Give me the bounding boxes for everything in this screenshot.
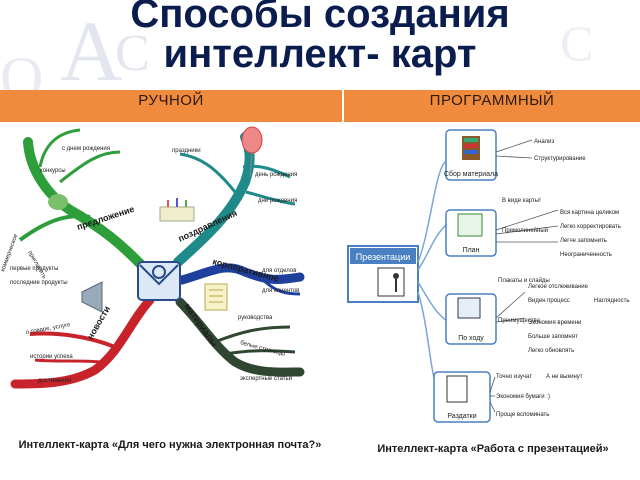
node-plan bbox=[445, 209, 497, 257]
node-item-label: Легко корректировать bbox=[560, 224, 621, 230]
sub-branch-label: для клиентов bbox=[262, 288, 299, 294]
sub-branch-label: белые страницы bbox=[239, 340, 285, 358]
node-item-label: Экономия бумаги :) bbox=[496, 394, 550, 400]
node-po-khodu bbox=[445, 293, 497, 345]
node-item-label: Неограниченность bbox=[560, 252, 612, 258]
branch-news-sub bbox=[34, 358, 101, 364]
branch-congrats-sub bbox=[179, 152, 237, 193]
sub-branch-label: экспертные статьи bbox=[240, 376, 292, 382]
caption-manual-map: Интеллект-карта «Для чего нужна электрон… bbox=[18, 439, 322, 451]
sub-branch-label: для отделов bbox=[262, 268, 296, 274]
branch-corporate-sub bbox=[258, 275, 301, 296]
sub-branch-label: день рождения bbox=[255, 172, 297, 178]
sub-branch-label: первые продукты bbox=[10, 266, 58, 272]
figure-icon bbox=[48, 194, 68, 210]
node-item-label: Точно изучат bbox=[496, 374, 532, 380]
branch-materials-sub bbox=[214, 325, 291, 344]
svg-text:C: C bbox=[560, 15, 593, 71]
cake-icon bbox=[159, 198, 195, 222]
node-item-label: Вся картина целиком bbox=[560, 210, 619, 216]
sub-branch-label: последние продукты bbox=[10, 280, 68, 286]
node-item-label: Легче запомнить bbox=[560, 238, 607, 244]
node-item-label: Плакаты и слайды bbox=[498, 277, 550, 284]
branch-corporate bbox=[177, 263, 305, 285]
sub-branch-label: конкурсы bbox=[40, 168, 66, 174]
node-item-label: Больше запомнят bbox=[528, 334, 578, 340]
page-title: Способы создания интеллект- карт bbox=[130, 0, 510, 76]
branch-materials-sub bbox=[224, 349, 296, 356]
node-item-label: Анализ bbox=[534, 139, 555, 145]
node-item-label: Структурирование bbox=[534, 156, 586, 162]
sub-branch-label: достижения bbox=[38, 378, 71, 384]
branch-predlozhenie-sub bbox=[38, 128, 81, 168]
sub-branch-label: праздники bbox=[172, 148, 201, 154]
sub-branch-label: руководства bbox=[238, 315, 273, 321]
sub-branch-label: истории успеха bbox=[30, 354, 73, 360]
node-razdatki bbox=[433, 371, 491, 423]
branch-predlozhenie-sub bbox=[59, 150, 121, 184]
center-node-header-bar bbox=[350, 248, 416, 264]
sub-branch-label: дни рождения bbox=[258, 198, 297, 204]
branch-predlozhenie-sub bbox=[18, 214, 91, 242]
branch-congrats-sub bbox=[245, 190, 296, 206]
node-item-label: Легко обновлять bbox=[528, 348, 574, 354]
branch-news-sub bbox=[29, 331, 116, 349]
email-icon bbox=[137, 261, 181, 301]
document-icon bbox=[204, 283, 228, 311]
sub-branch-label: с днем рождения bbox=[62, 146, 110, 152]
node-item-label: Легкое отслеживание bbox=[528, 284, 589, 290]
column-header-manual: РУЧНОЙ bbox=[0, 90, 342, 122]
column-divider bbox=[342, 90, 344, 435]
node-item-label: Прямолинейный bbox=[502, 227, 548, 234]
branch-materials bbox=[175, 297, 305, 377]
branch-predlozhenie bbox=[23, 137, 155, 279]
svg-text:A: A bbox=[60, 3, 122, 99]
branch-news bbox=[10, 295, 155, 389]
presenter-icon bbox=[377, 267, 405, 297]
center-node-label: Презентации bbox=[356, 252, 411, 262]
node-label: План bbox=[463, 247, 480, 254]
node-item-label: А не выкинут bbox=[546, 374, 583, 380]
node-item-label: Виден процесс bbox=[528, 298, 570, 304]
node-item-label: Наглядность bbox=[594, 298, 630, 304]
node-sbor bbox=[445, 129, 497, 181]
background-watermark: A C O C bbox=[0, 3, 593, 100]
node-item-label: Преимущества bbox=[498, 318, 541, 324]
column-header-software: ПРОГРАММНЫЙ bbox=[344, 90, 640, 122]
caption-software-map: Интеллект-карта «Работа с презентацией» bbox=[377, 443, 609, 455]
megaphone-icon bbox=[81, 281, 103, 313]
balloon-icon bbox=[241, 126, 263, 178]
node-item-label: В виде карты! bbox=[502, 198, 541, 204]
branch-congrats-sub bbox=[242, 164, 291, 179]
svg-text:C: C bbox=[115, 25, 150, 82]
node-label: Сбор материала bbox=[444, 170, 498, 178]
node-label: Раздатки bbox=[447, 413, 476, 420]
node-item-label: Экономия времени bbox=[528, 320, 581, 326]
node-label: По ходу bbox=[458, 335, 484, 342]
sub-branch-label: пригласить bbox=[26, 250, 47, 280]
node-item-label: Проще вспоминать bbox=[496, 412, 549, 418]
